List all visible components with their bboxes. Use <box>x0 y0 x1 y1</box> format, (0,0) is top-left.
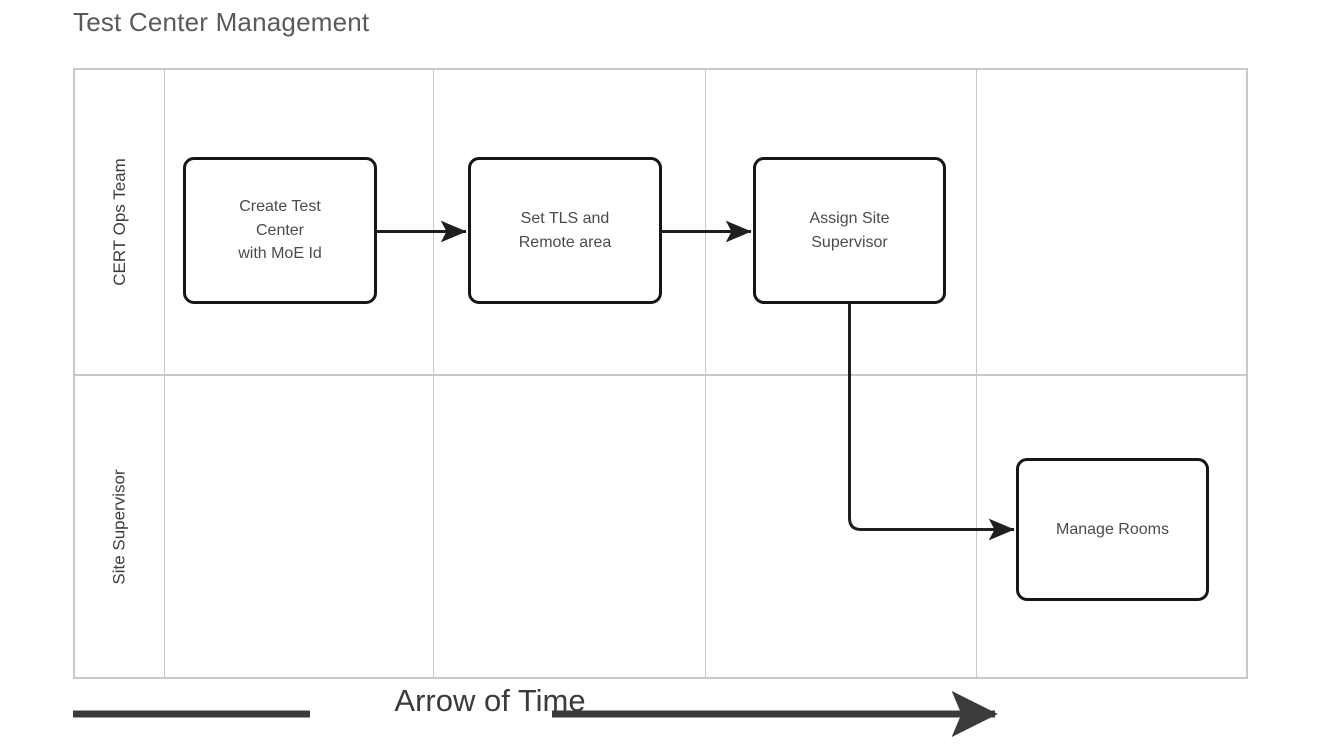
grid-column-divider-1 <box>164 70 165 677</box>
lane-header-cert-ops-team: CERT Ops Team <box>75 70 164 374</box>
grid-column-divider-2 <box>433 70 434 677</box>
arrow-of-time-label: Arrow of Time <box>394 683 586 718</box>
lane-header-site-supervisor: Site Supervisor <box>75 376 164 677</box>
lane-label-site-supervisor: Site Supervisor <box>109 468 129 585</box>
lane-label-cert-ops-team: CERT Ops Team <box>109 158 129 286</box>
node-label-manage-rooms: Manage Rooms <box>1056 520 1169 538</box>
node-manage-rooms[interactable]: Manage Rooms <box>1016 458 1209 601</box>
grid-column-divider-3 <box>705 70 706 677</box>
lane-divider <box>75 374 1246 376</box>
page-title: Test Center Management <box>73 7 370 37</box>
arrow-of-time-graphic <box>73 690 998 738</box>
arrow-of-time: Arrow of Time <box>60 683 1060 745</box>
